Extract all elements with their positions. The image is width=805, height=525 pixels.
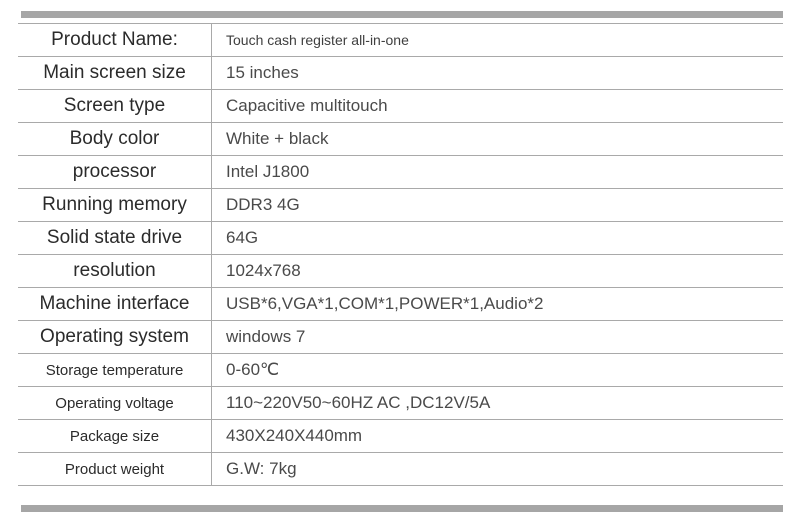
spec-label-cell: Product weight <box>18 452 212 486</box>
spec-label-cell: Package size <box>18 419 212 453</box>
spec-table-body: Product Name:Touch cash register all-in-… <box>18 23 783 486</box>
spec-value-cell: 430X240X440mm <box>211 419 783 453</box>
spec-value-cell: 64G <box>211 221 783 255</box>
spec-label-cell: processor <box>18 155 212 189</box>
spec-label-cell: Operating system <box>18 320 212 354</box>
spec-label-cell: resolution <box>18 254 212 288</box>
spec-value-cell: Touch cash register all-in-one <box>211 23 783 57</box>
spec-label-cell: Product Name: <box>18 23 212 57</box>
spec-value-cell: 0-60℃ <box>211 353 783 387</box>
spec-label-cell: Storage temperature <box>18 353 212 387</box>
top-accent-bar <box>21 11 783 18</box>
spec-value-cell: windows 7 <box>211 320 783 354</box>
spec-value-cell: 1024x768 <box>211 254 783 288</box>
spec-value-cell: 15 inches <box>211 56 783 90</box>
spec-label-cell: Running memory <box>18 188 212 222</box>
spec-label-cell: Operating voltage <box>18 386 212 420</box>
spec-value-cell: White + black <box>211 122 783 156</box>
spec-label-cell: Body color <box>18 122 212 156</box>
spec-value-cell: Intel J1800 <box>211 155 783 189</box>
spec-value-cell: DDR3 4G <box>211 188 783 222</box>
table-row: Product Name:Touch cash register all-in-… <box>18 23 783 57</box>
spec-label-cell: Solid state drive <box>18 221 212 255</box>
spec-value-cell: Capacitive multitouch <box>211 89 783 123</box>
spec-label-cell: Main screen size <box>18 56 212 90</box>
spec-value-cell: 110~220V50~60HZ AC ,DC12V/5A <box>211 386 783 420</box>
spec-value-cell: G.W: 7kg <box>211 452 783 486</box>
bottom-accent-bar <box>21 505 783 512</box>
spec-label-cell: Machine interface <box>18 287 212 321</box>
spec-label-cell: Screen type <box>18 89 212 123</box>
product-specification-table: Product Name:Touch cash register all-in-… <box>18 23 783 486</box>
spec-value-cell: USB*6,VGA*1,COM*1,POWER*1,Audio*2 <box>211 287 783 321</box>
